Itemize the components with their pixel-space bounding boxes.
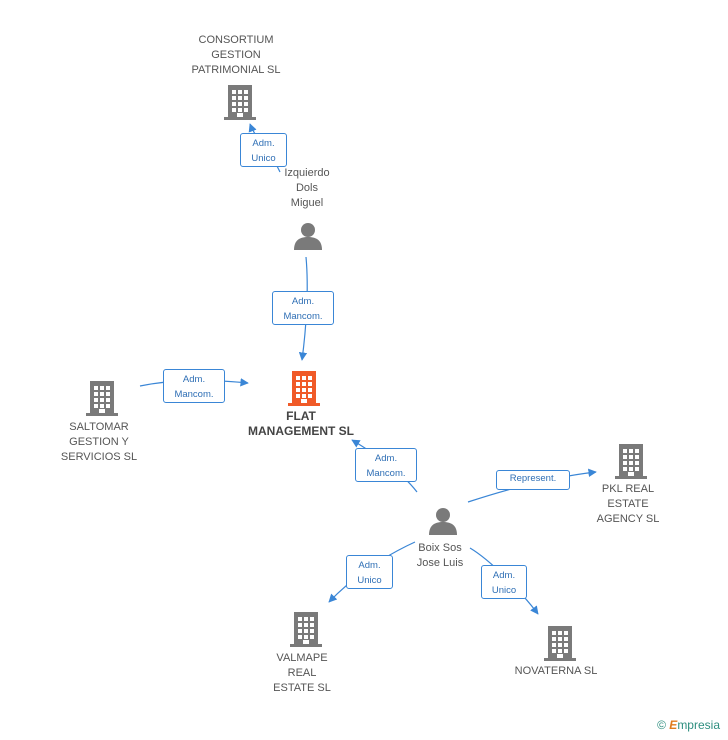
edge-label-adm-mancom: Adm. Mancom. [355,448,417,482]
building-icon[interactable] [86,380,118,421]
node-label-saltomar[interactable]: SALTOMAR GESTION Y SERVICIOS SL [60,421,138,463]
node-label-valmape[interactable]: VALMAPE REAL ESTATE SL [273,652,331,694]
edge-label-adm-mancom: Adm. Mancom. [272,291,334,325]
edge-label-adm-mancom: Adm. Mancom. [163,369,225,403]
building-icon[interactable] [544,625,576,666]
node-label-flat[interactable]: FLAT MANAGEMENT SL [248,409,354,438]
node-label-novaterna[interactable]: NOVATERNA SL [514,665,598,677]
edge-label-adm-unico: Adm. Unico [481,565,527,599]
brand-logo-text: mpresia [677,718,720,732]
person-icon[interactable] [293,222,323,255]
edge-label-adm-unico: Adm. Unico [346,555,393,589]
building-icon[interactable] [288,370,320,411]
brand-logo-initial: E [669,718,678,732]
person-icon[interactable] [428,507,458,540]
building-icon[interactable] [224,84,256,125]
brand-footer[interactable]: © Empresia [657,718,720,732]
node-label-pkl[interactable]: PKL REAL ESTATE AGENCY SL [596,483,660,525]
building-icon[interactable] [615,443,647,484]
node-label-consortium[interactable]: CONSORTIUM GESTION PATRIMONIAL SL [191,34,281,76]
copyright-symbol: © [657,718,666,732]
node-label-izquierdo[interactable]: Izquierdo Dols Miguel [284,167,330,209]
building-icon[interactable] [290,611,322,652]
edge-label-represent: Represent. [496,470,570,490]
node-label-boix[interactable]: Boix Sos Jose Luis [416,542,464,569]
edge-label-adm-unico: Adm. Unico [240,133,287,167]
